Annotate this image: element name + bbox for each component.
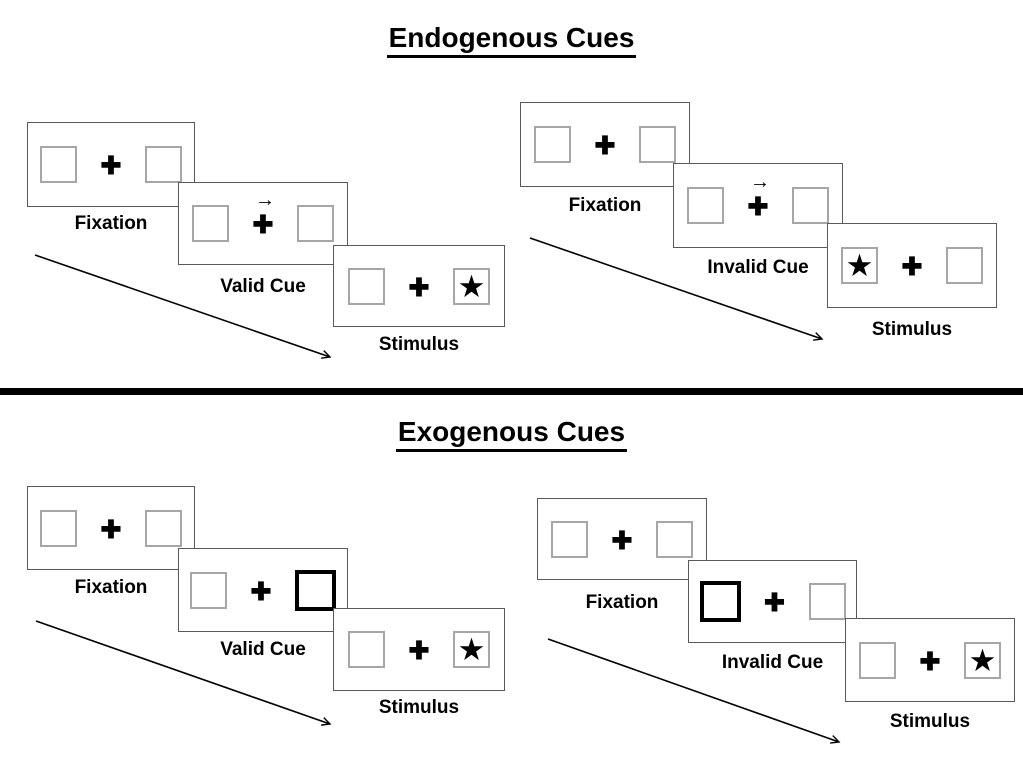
panel-exo-invalid-fixation: ✚ xyxy=(537,498,707,580)
placeholder-box xyxy=(808,583,846,620)
exogenous-cue-box xyxy=(295,569,336,611)
center-cross-wrap: ✚ xyxy=(898,253,926,281)
section-title-text: Endogenous Cues xyxy=(386,22,637,58)
panel-label: Stimulus xyxy=(871,319,953,340)
panel-endo-valid-fixation: ✚ xyxy=(27,122,195,207)
fixation-cross: ✚ xyxy=(100,515,122,544)
stimulus-star-box: ★ xyxy=(453,267,490,305)
panel-label: Fixation xyxy=(585,592,659,613)
panel-exo-invalid-cue: ✚ xyxy=(688,560,857,643)
panel-endo-valid-stimulus: ✚ ★ xyxy=(333,245,505,327)
panel-label: Stimulus xyxy=(378,334,460,355)
placeholder-box xyxy=(348,267,385,305)
panel-label: Valid Cue xyxy=(220,639,306,660)
placeholder-box xyxy=(687,187,724,224)
center-cross-wrap: ✚ xyxy=(608,526,636,555)
stimulus-star-box: ★ xyxy=(841,247,878,284)
panel-label: Stimulus xyxy=(889,711,971,732)
cue-arrow-icon: → xyxy=(750,171,770,193)
timeline-arrow-exo-valid xyxy=(35,620,332,726)
panel-label: Fixation xyxy=(74,577,148,598)
center-cross-wrap: ✚ xyxy=(97,515,125,544)
placeholder-box xyxy=(639,126,676,163)
timeline-arrow-endo-valid xyxy=(34,254,332,359)
fixation-cross: ✚ xyxy=(901,253,923,281)
panel-exo-invalid-stimulus: ✚ ★ xyxy=(845,618,1015,702)
section-title-endogenous: Endogenous Cues xyxy=(0,22,1023,58)
fixation-cross: ✚ xyxy=(747,193,769,221)
center-cross-wrap: ✚ xyxy=(405,273,433,302)
cue-arrow-icon: → xyxy=(255,189,275,211)
section-divider xyxy=(0,388,1023,395)
center-cross-wrap: ✚ xyxy=(405,637,433,665)
fixation-cross: ✚ xyxy=(408,273,430,302)
panel-endo-invalid-stimulus: ★ ✚ xyxy=(827,223,997,308)
fixation-cross: ✚ xyxy=(611,526,633,555)
timeline-arrow-exo-invalid xyxy=(547,638,841,744)
placeholder-box xyxy=(40,146,77,183)
panel-label: Invalid Cue xyxy=(721,652,824,673)
fixation-cross: ✚ xyxy=(408,637,430,665)
fixation-cross: ✚ xyxy=(252,211,274,239)
placeholder-box xyxy=(145,146,182,183)
placeholder-box xyxy=(946,247,983,284)
center-cross-wrap: ✚ xyxy=(97,152,125,180)
panel-exo-valid-stimulus: ✚ ★ xyxy=(333,608,505,691)
exogenous-cue-box xyxy=(699,581,741,622)
placeholder-box xyxy=(792,187,829,224)
placeholder-box xyxy=(551,520,588,558)
panel-endo-valid-cue: → ✚ xyxy=(178,182,348,265)
fixation-cross: ✚ xyxy=(250,577,272,606)
placeholder-box xyxy=(192,205,229,242)
center-cross-wrap: → ✚ xyxy=(744,172,772,221)
center-cross-wrap: ✚ xyxy=(591,132,619,160)
panel-label: Fixation xyxy=(568,195,642,216)
panel-exo-valid-cue: ✚ xyxy=(178,548,348,632)
placeholder-box xyxy=(534,126,571,163)
placeholder-box xyxy=(656,520,693,558)
panel-label: Invalid Cue xyxy=(707,257,809,278)
panel-label: Fixation xyxy=(74,213,148,234)
panel-label: Stimulus xyxy=(378,697,460,718)
center-cross-wrap: → ✚ xyxy=(249,190,277,239)
panel-label: Valid Cue xyxy=(220,276,306,297)
fixation-cross: ✚ xyxy=(100,152,122,180)
stimulus-star-box: ★ xyxy=(964,641,1001,679)
placeholder-box xyxy=(297,205,334,242)
placeholder-box xyxy=(859,641,896,679)
placeholder-box xyxy=(348,631,385,668)
fixation-cross: ✚ xyxy=(919,647,941,676)
placeholder-box xyxy=(40,509,77,547)
section-title-exogenous: Exogenous Cues xyxy=(0,416,1023,452)
timeline-arrow-endo-invalid xyxy=(529,237,824,341)
fixation-cross: ✚ xyxy=(764,589,785,617)
placeholder-box xyxy=(145,509,182,547)
panel-endo-invalid-cue: → ✚ xyxy=(673,163,843,248)
placeholder-box xyxy=(190,571,227,609)
stimulus-star-box: ★ xyxy=(453,631,490,668)
center-cross-wrap: ✚ xyxy=(916,647,944,676)
center-cross-wrap: ✚ xyxy=(247,577,275,606)
fixation-cross: ✚ xyxy=(594,132,616,160)
section-title-text: Exogenous Cues xyxy=(395,416,628,452)
panel-endo-invalid-fixation: ✚ xyxy=(520,102,690,187)
panel-exo-valid-fixation: ✚ xyxy=(27,486,195,570)
center-cross-wrap: ✚ xyxy=(761,589,789,617)
